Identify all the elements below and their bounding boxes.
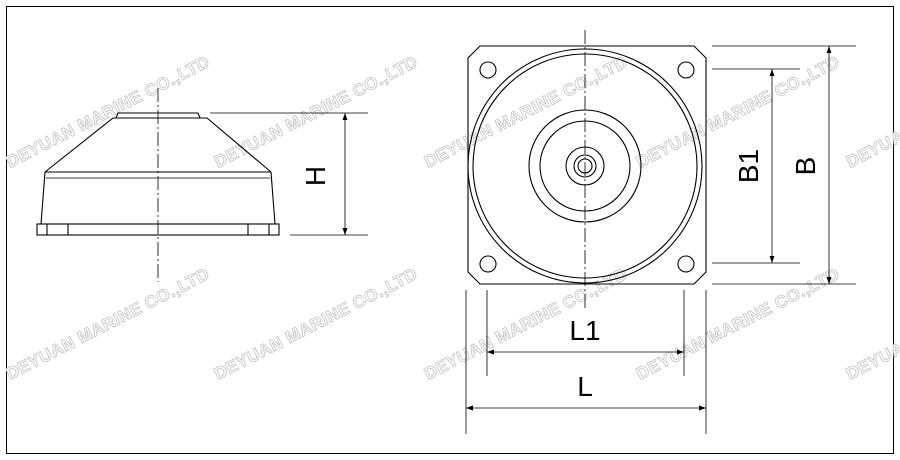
watermark-text: DEYUAN MARINE CO.,LTD [843, 264, 900, 383]
dimension-label-b1: B1 [733, 149, 764, 183]
mounting-hole [479, 255, 497, 273]
watermarks: DEYUAN MARINE CO.,LTD DEYUAN MARINE CO.,… [3, 52, 900, 384]
dimension-label-h: H [300, 166, 331, 186]
watermark-text: DEYUAN MARINE CO.,LTD [3, 264, 213, 383]
dimension-label-l1: L1 [569, 315, 600, 346]
watermark-text: DEYUAN MARINE CO.,LTD [633, 264, 843, 383]
watermark-text: DEYUAN MARINE CO.,LTD [211, 52, 421, 171]
drawing-border [6, 6, 894, 454]
side-view: H [36, 88, 368, 282]
dimension-label-l: L [577, 371, 593, 402]
mounting-hole [677, 61, 695, 79]
top-view: B1 B L1 L [465, 30, 856, 434]
dimension-label-b: B [790, 157, 821, 176]
watermark-text: DEYUAN MARINE CO.,LTD [843, 52, 900, 171]
watermark-text: DEYUAN MARINE CO.,LTD [3, 52, 213, 171]
mounting-hole [677, 255, 695, 273]
watermark-text: DEYUAN MARINE CO.,LTD [211, 264, 421, 383]
mounting-hole [479, 61, 497, 79]
